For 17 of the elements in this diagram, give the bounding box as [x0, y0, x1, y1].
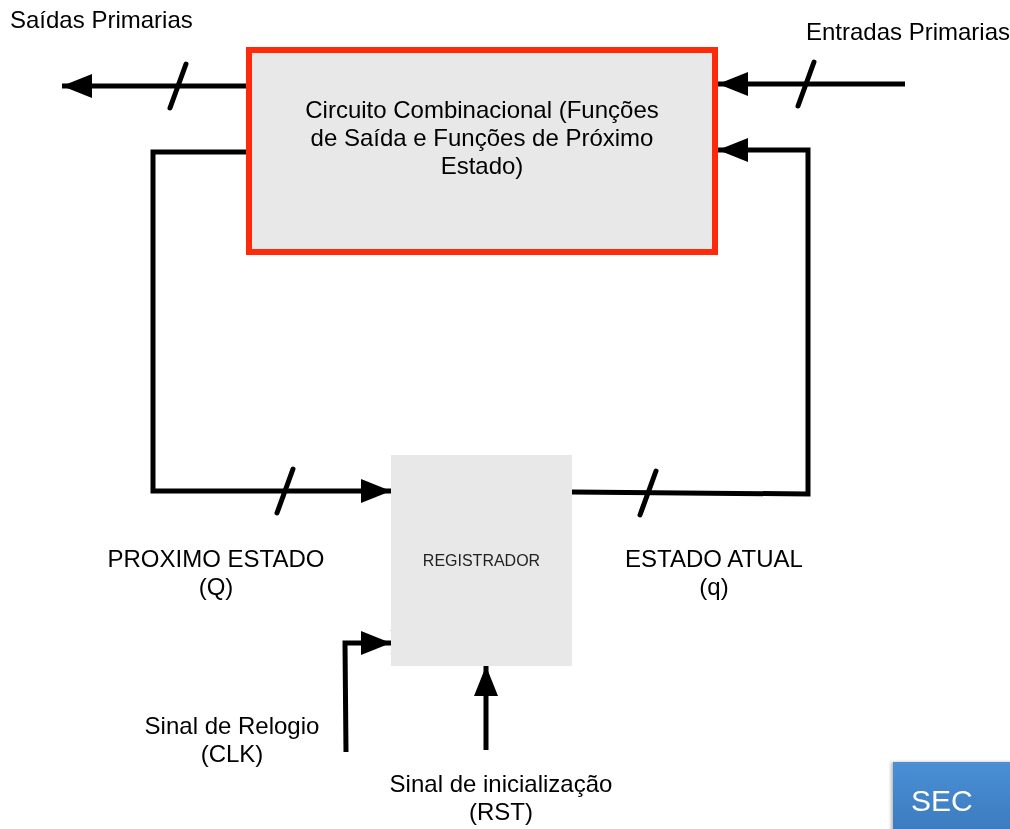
bus-arrow [342, 631, 391, 753]
bus-arrow [718, 72, 905, 96]
signal-label: ESTADO ATUAL (q) [624, 545, 804, 601]
register-block [391, 455, 572, 666]
signal-label: Saídas Primarias [10, 6, 194, 34]
logic-block [246, 47, 718, 255]
signal-label: PROXIMO ESTADO (Q) [106, 545, 326, 601]
banner-text: SEC [910, 783, 973, 818]
block-label: REGISTRADOR [422, 550, 541, 571]
signal-label: Entradas Primarias [804, 18, 1010, 46]
signal-label: Sinal de inicialização (RST) [388, 770, 614, 826]
bus-arrow [474, 666, 498, 750]
signal-label: Sinal de Relogio (CLK) [143, 712, 321, 768]
bus-arrow [150, 149, 391, 503]
bus-arrow [571, 138, 811, 497]
block-label: Circuito Combinacional (Funções de Saída e Funções de Próximo Estado) [304, 96, 660, 181]
bus-arrow [62, 74, 246, 98]
